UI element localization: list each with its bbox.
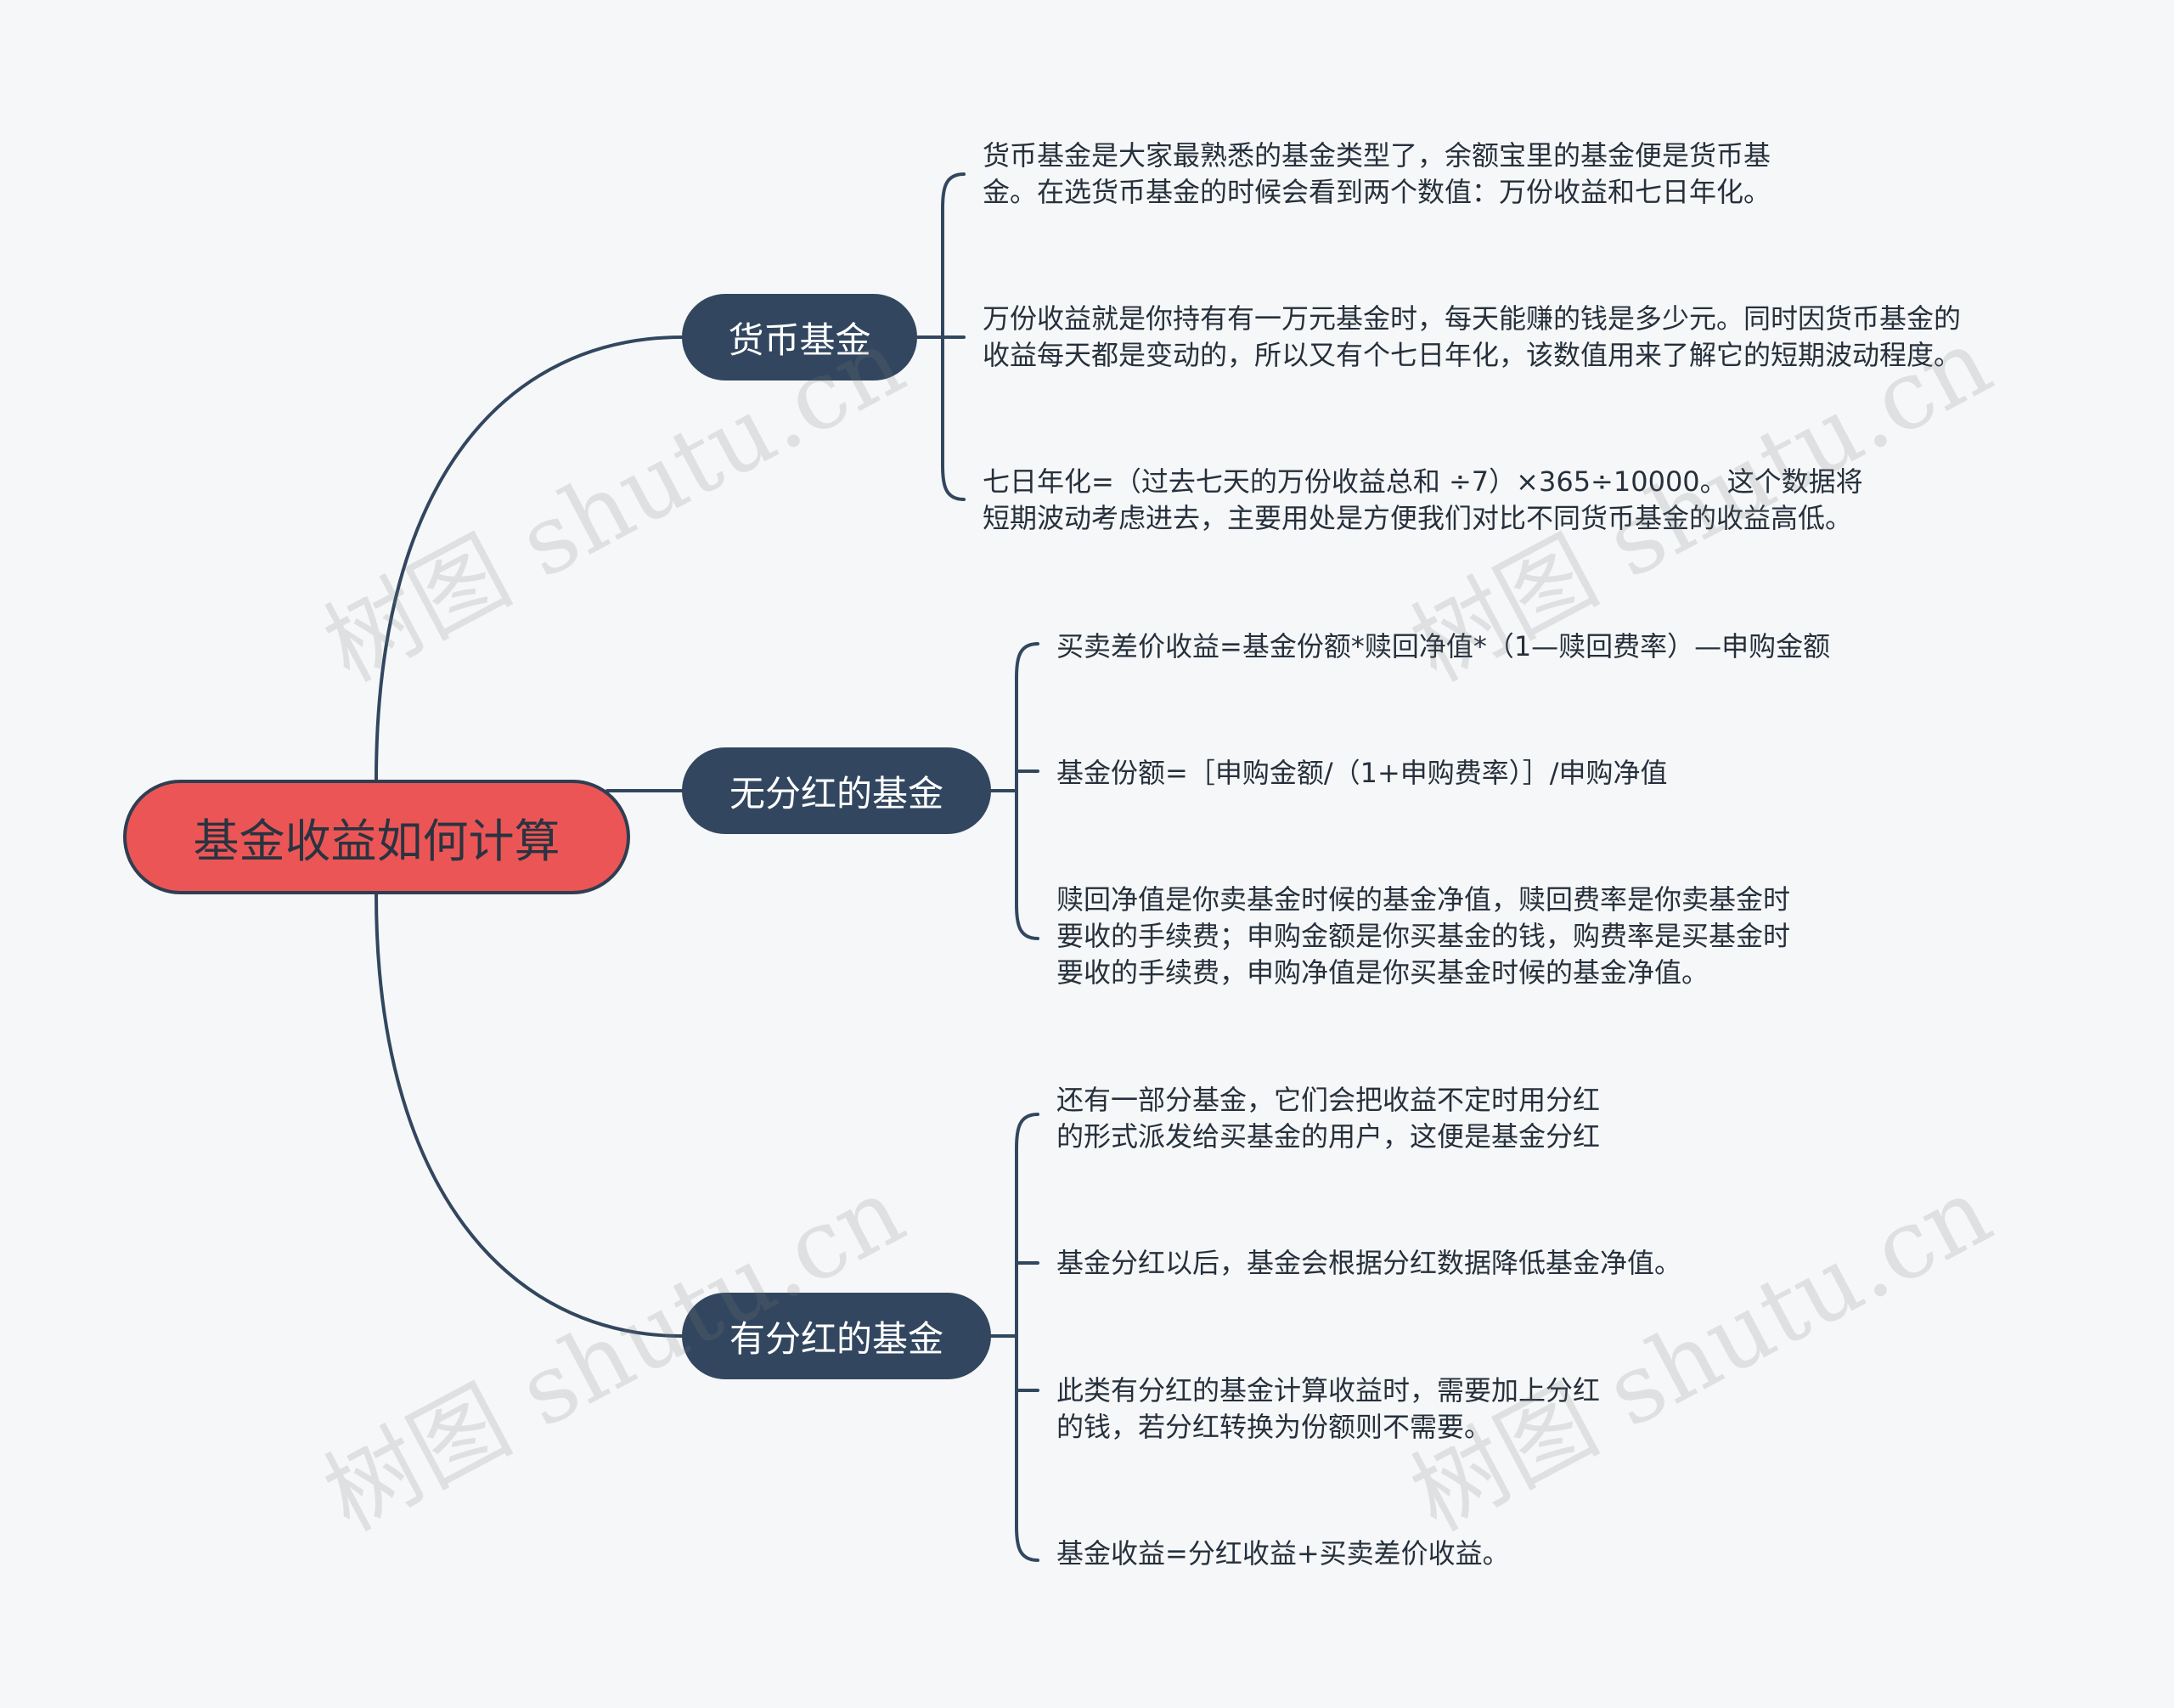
branch-label: 无分红的基金 [729, 772, 943, 815]
leaf-line: 基金分红以后，基金会根据分红数据降低基金净值。 [1056, 1247, 1682, 1279]
leaf-node[interactable]: 万份收益就是你持有有一万元基金时，每天能赚的钱是多少元。同时因货币基金的 收益每… [983, 301, 1961, 374]
bracket-branch-2 [1015, 642, 1039, 940]
branch-node-money-fund[interactable]: 货币基金 [682, 294, 917, 380]
leaf-node[interactable]: 基金收益=分红收益+买卖差价收益。 [1056, 1536, 1510, 1572]
leaf-line: 七日年化=（过去七天的万份收益总和 ÷7）×365÷10000。这个数据将 [983, 465, 1863, 498]
leaf-line: 要收的手续费；申购金额是你买基金的钱，购费率是买基金时 [1056, 920, 1791, 952]
leaf-line: 还有一部分基金，它们会把收益不定时用分红 [1056, 1084, 1601, 1116]
branch-node-dividend-fund[interactable]: 有分红的基金 [682, 1293, 991, 1379]
leaf-line: 赎回净值是你卖基金时候的基金净值，赎回费率是你卖基金时 [1056, 883, 1791, 916]
leaf-node[interactable]: 基金分红以后，基金会根据分红数据降低基金净值。 [1056, 1245, 1681, 1282]
branch-node-no-dividend-fund[interactable]: 无分红的基金 [682, 747, 991, 834]
leaf-node[interactable]: 还有一部分基金，它们会把收益不定时用分红 的形式派发给买基金的用户，这便是基金分… [1056, 1082, 1600, 1155]
leaf-line: 的钱，若分红转换为份额则不需要。 [1056, 1411, 1492, 1443]
branch-label: 货币基金 [728, 318, 871, 361]
leaf-line: 基金收益=分红收益+买卖差价收益。 [1056, 1537, 1510, 1570]
connector-root-branch-3 [375, 893, 684, 1338]
leaf-node[interactable]: 货币基金是大家最熟悉的基金类型了，余额宝里的基金便是货币基 金。在选货币基金的时… [983, 138, 1771, 211]
leaf-node[interactable]: 基金份额=［申购金额/（1+申购费率）］/申购净值 [1056, 755, 1668, 792]
root-label: 基金收益如何计算 [193, 815, 560, 868]
leaf-node[interactable]: 此类有分红的基金计算收益时，需要加上分红 的钱，若分红转换为份额则不需要。 [1056, 1373, 1600, 1446]
leaf-line: 买卖差价收益=基金份额*赎回净值*（1—赎回费率）—申购金额 [1056, 630, 1831, 662]
leaf-line: 收益每天都是变动的，所以又有个七日年化，该数值用来了解它的短期波动程度。 [983, 339, 1962, 371]
bracket-branch-3 [1015, 1113, 1039, 1562]
branch-label: 有分红的基金 [729, 1317, 943, 1360]
leaf-node[interactable]: 七日年化=（过去七天的万份收益总和 ÷7）×365÷10000。这个数据将 短期… [983, 464, 1863, 537]
leaf-line: 的形式派发给买基金的用户，这便是基金分红 [1056, 1120, 1601, 1153]
leaf-line: 万份收益就是你持有有一万元基金时，每天能赚的钱是多少元。同时因货币基金的 [983, 302, 1962, 335]
root-node[interactable]: 基金收益如何计算 [123, 780, 630, 894]
leaf-line: 货币基金是大家最熟悉的基金类型了，余额宝里的基金便是货币基 [983, 139, 1771, 172]
leaf-line: 短期波动考虑进去，主要用处是方便我们对比不同货币基金的收益高低。 [983, 502, 1853, 534]
leaf-node[interactable]: 赎回净值是你卖基金时候的基金净值，赎回费率是你卖基金时 要收的手续费；申购金额是… [1056, 882, 1790, 991]
leaf-line: 此类有分红的基金计算收益时，需要加上分红 [1056, 1374, 1601, 1406]
leaf-line: 基金份额=［申购金额/（1+申购费率）］/申购净值 [1056, 757, 1668, 789]
leaf-node[interactable]: 买卖差价收益=基金份额*赎回净值*（1—赎回费率）—申购金额 [1056, 629, 1830, 665]
connector-root-branch-1 [375, 335, 684, 781]
leaf-line: 金。在选货币基金的时候会看到两个数值：万份收益和七日年化。 [983, 176, 1771, 208]
leaf-line: 要收的手续费，申购净值是你买基金时候的基金净值。 [1056, 956, 1709, 989]
